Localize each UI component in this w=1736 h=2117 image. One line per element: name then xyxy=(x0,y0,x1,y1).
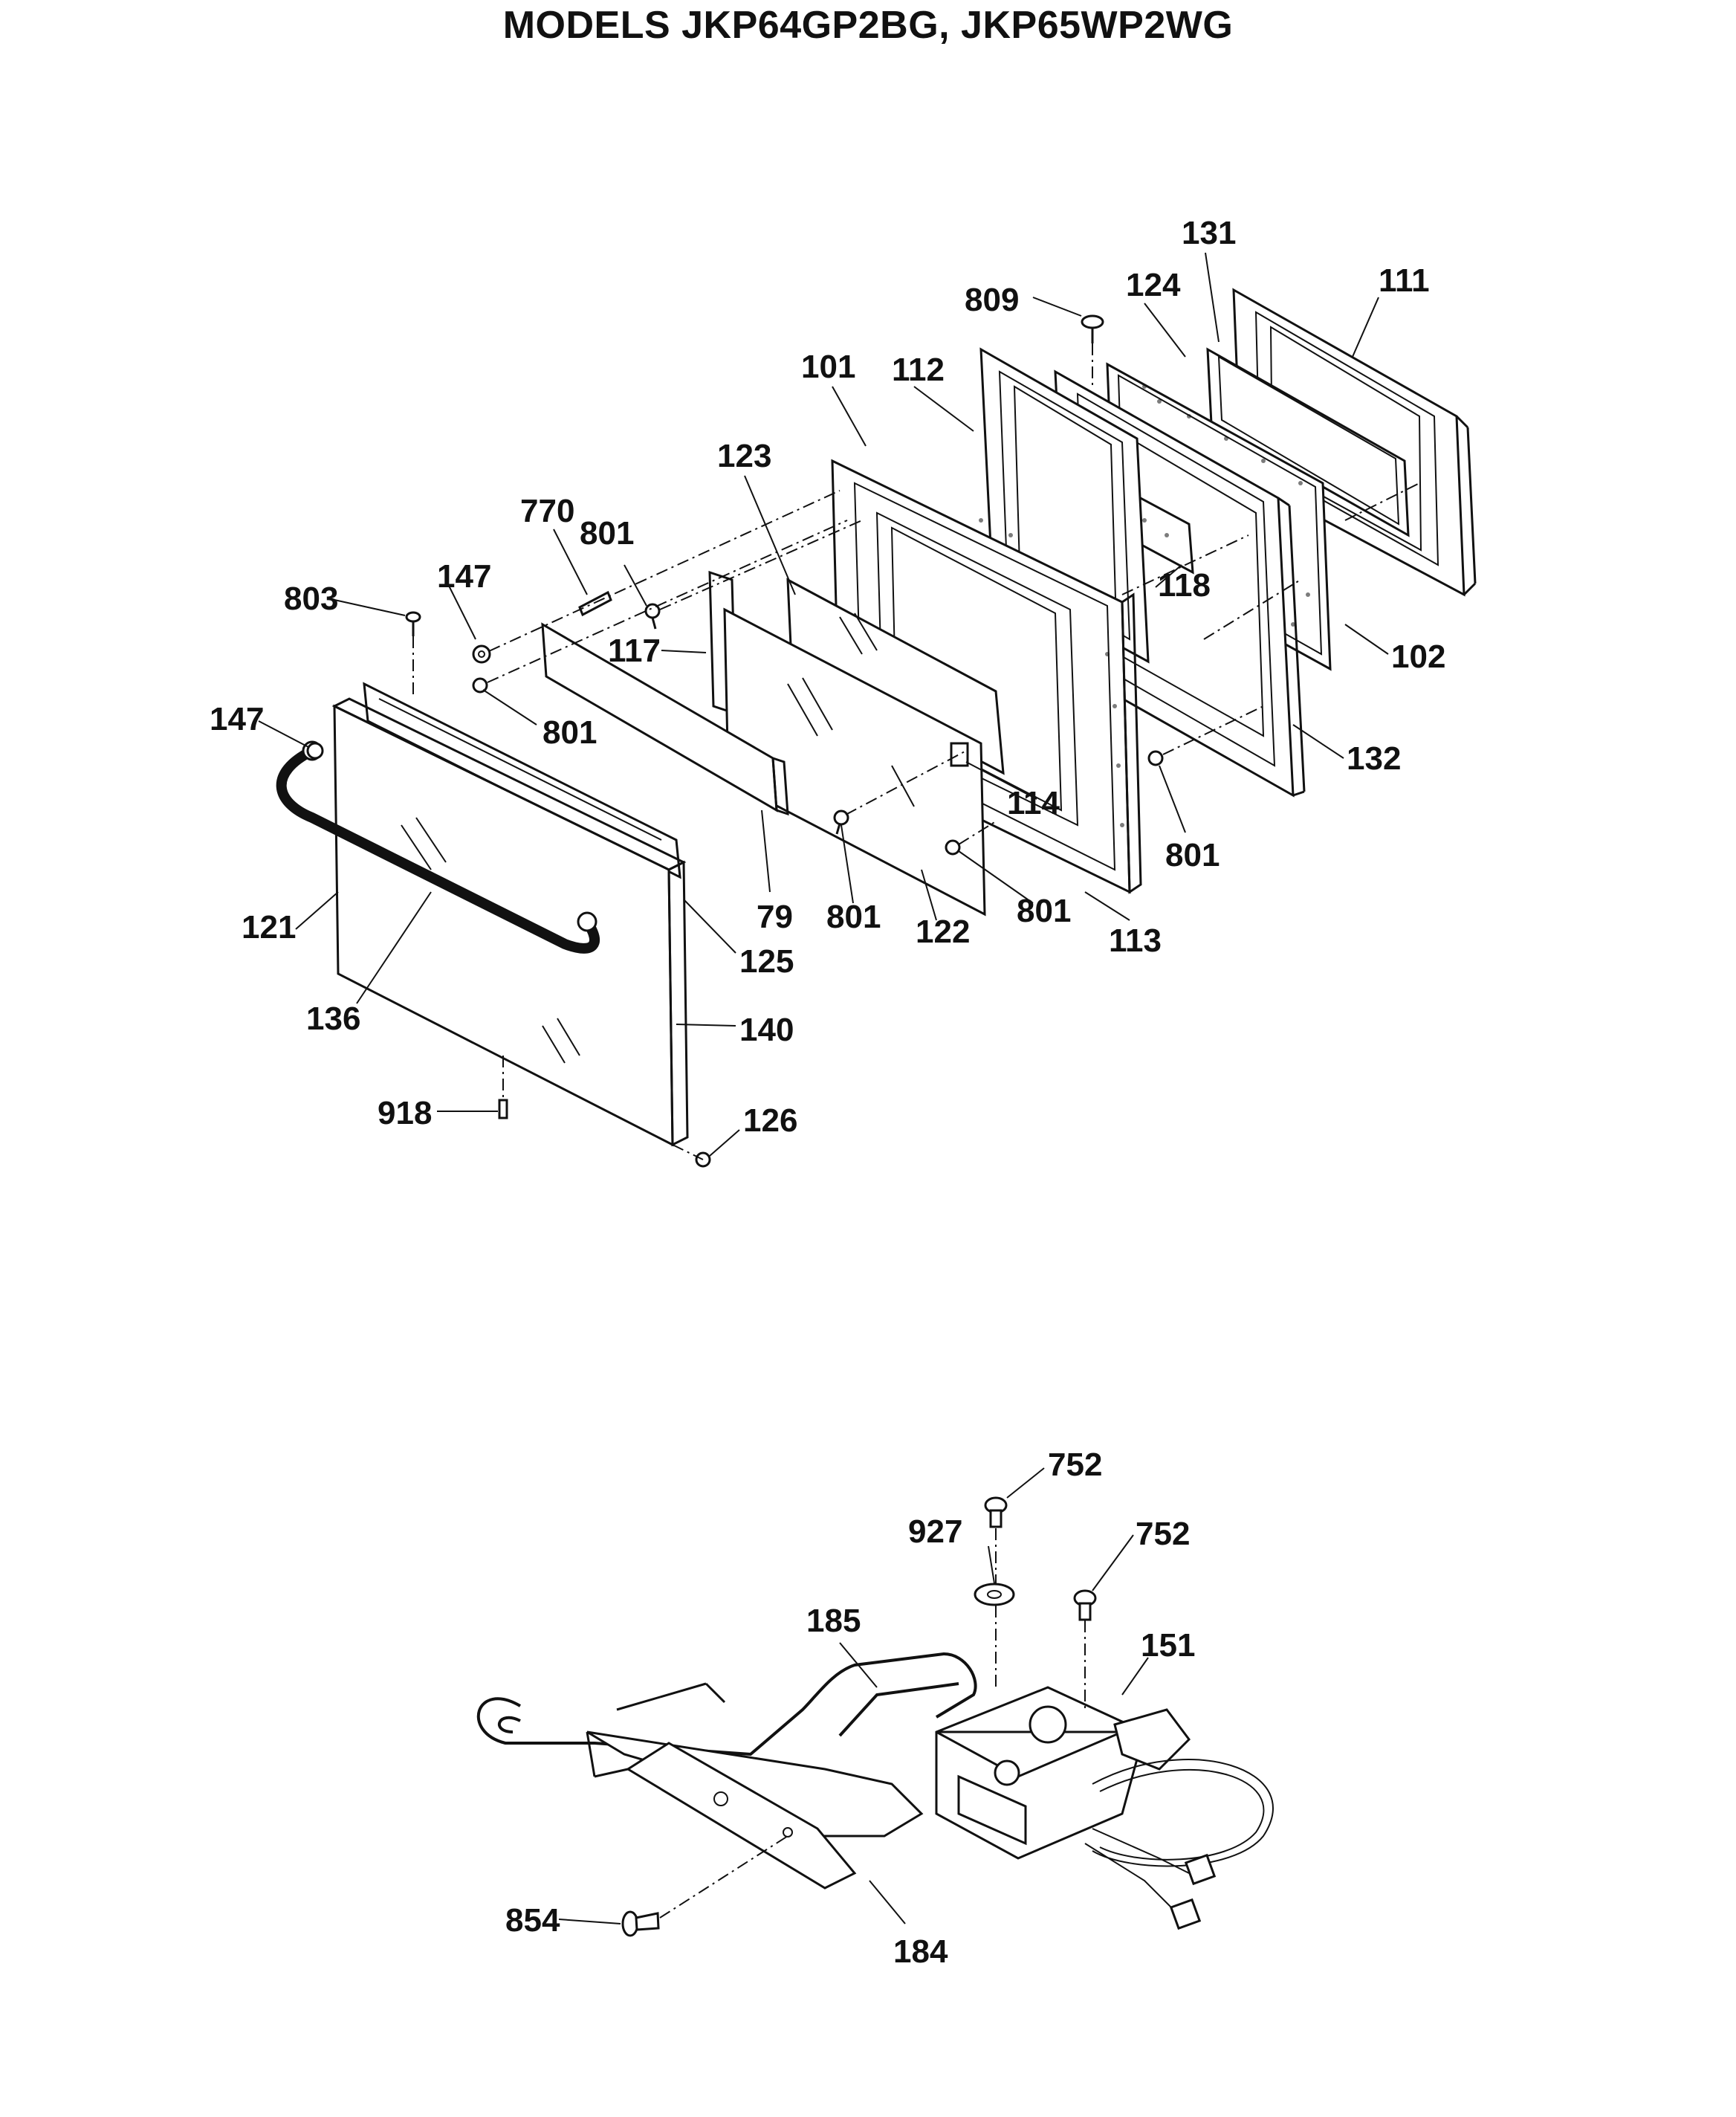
label-132: 132 xyxy=(1347,740,1401,777)
label-136: 136 xyxy=(306,1001,360,1037)
label-117: 117 xyxy=(608,633,661,669)
part-752-screw-a xyxy=(984,1496,1008,1528)
part-131-window-frame xyxy=(1206,347,1410,537)
label-147a: 147 xyxy=(437,558,491,595)
label-801e: 801 xyxy=(1017,893,1071,929)
label-140: 140 xyxy=(739,1012,794,1048)
part-151-lock-motor xyxy=(935,1686,1274,1930)
label-752a: 752 xyxy=(1048,1447,1102,1483)
part-184-mounting-bracket xyxy=(586,1682,924,1890)
part-927-washer xyxy=(974,1583,1015,1606)
part-122-middle-glass xyxy=(723,607,986,917)
label-123: 123 xyxy=(717,438,771,474)
label-801b: 801 xyxy=(542,714,597,751)
label-151: 151 xyxy=(1141,1627,1195,1664)
page-title: MODELS JKP64GP2BG, JKP65WP2WG xyxy=(502,4,1234,47)
label-185: 185 xyxy=(806,1603,861,1639)
part-147-spacer-a xyxy=(472,644,491,664)
part-801-screw-d xyxy=(945,839,961,856)
part-801-screw-a xyxy=(644,603,661,630)
part-114-glass-clip xyxy=(950,742,969,767)
label-121: 121 xyxy=(242,909,296,946)
oven-door-assembly xyxy=(276,288,1477,1168)
part-918-screw xyxy=(498,1099,508,1119)
part-801-screw-e xyxy=(1147,750,1164,766)
part-79-baffle xyxy=(541,622,789,816)
label-102: 102 xyxy=(1391,639,1445,675)
part-752-screw-b xyxy=(1073,1589,1097,1621)
label-147b: 147 xyxy=(210,701,264,737)
part-801-screw-c xyxy=(833,809,849,835)
part-123-inner-glass xyxy=(786,578,1005,775)
label-118: 118 xyxy=(1158,567,1211,604)
label-752b: 752 xyxy=(1136,1516,1190,1552)
part-185-latch-rod xyxy=(476,1652,977,1756)
label-801d: 801 xyxy=(826,899,881,935)
callout-leaders xyxy=(258,252,1389,1924)
label-125: 125 xyxy=(739,943,794,980)
part-770-pin xyxy=(578,590,612,617)
part-854-screw xyxy=(621,1910,660,1937)
part-801-screw-b xyxy=(472,677,488,694)
label-124: 124 xyxy=(1126,267,1181,303)
label-854: 854 xyxy=(505,1902,560,1939)
label-809: 809 xyxy=(965,282,1019,318)
label-114: 114 xyxy=(1007,785,1060,821)
label-126: 126 xyxy=(743,1102,797,1139)
label-803: 803 xyxy=(284,581,338,617)
label-122: 122 xyxy=(916,914,970,950)
label-113: 113 xyxy=(1109,922,1162,959)
label-131: 131 xyxy=(1182,215,1236,251)
label-770: 770 xyxy=(520,493,574,529)
label-111: 111 xyxy=(1379,262,1430,299)
part-803-screw xyxy=(405,611,421,636)
label-927: 927 xyxy=(908,1513,962,1550)
callout-labels: 809 131 124 111 101 112 123 770 801 147 … xyxy=(210,215,1445,1970)
label-184: 184 xyxy=(893,1933,948,1970)
part-809-screw xyxy=(1081,314,1104,343)
label-801c: 801 xyxy=(1165,837,1220,873)
label-79: 79 xyxy=(757,899,793,935)
part-125-vent-trim xyxy=(363,682,681,879)
part-147-spacer-b xyxy=(306,742,324,760)
door-lock-assembly xyxy=(476,1496,1274,1937)
label-112: 112 xyxy=(892,352,945,388)
label-801a: 801 xyxy=(580,515,634,552)
label-918: 918 xyxy=(378,1095,432,1131)
label-101: 101 xyxy=(801,349,855,385)
